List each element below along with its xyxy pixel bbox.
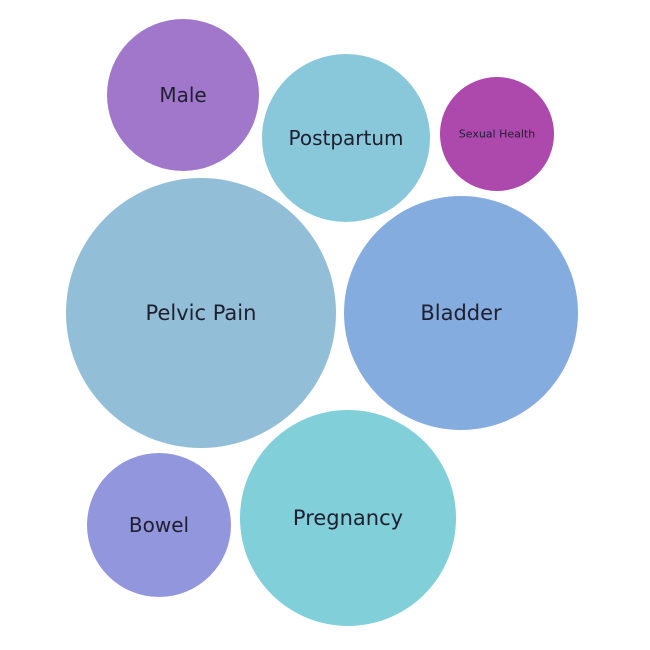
bubble-male[interactable]: Male xyxy=(107,19,259,171)
bubble-circle-sexual-health[interactable] xyxy=(440,77,554,191)
bubble-label-pelvic-pain: Pelvic Pain xyxy=(146,301,257,325)
bubble-circle-pelvic-pain[interactable] xyxy=(66,178,336,448)
bubble-label-postpartum: Postpartum xyxy=(288,126,403,150)
bubble-label-male: Male xyxy=(159,83,206,107)
bubble-postpartum[interactable]: Postpartum xyxy=(262,54,430,222)
bubble-bowel[interactable]: Bowel xyxy=(87,453,231,597)
bubble-bladder[interactable]: Bladder xyxy=(344,196,578,430)
bubble-circle-pregnancy[interactable] xyxy=(240,410,456,626)
bubble-label-sexual-health: Sexual Health xyxy=(459,128,535,141)
bubble-circle-male[interactable] xyxy=(107,19,259,171)
bubble-label-bladder: Bladder xyxy=(420,301,502,325)
bubble-pelvic-pain[interactable]: Pelvic Pain xyxy=(66,178,336,448)
bubble-label-bowel: Bowel xyxy=(129,513,189,537)
bubble-sexual-health[interactable]: Sexual Health xyxy=(440,77,554,191)
bubble-circle-postpartum[interactable] xyxy=(262,54,430,222)
bubble-label-pregnancy: Pregnancy xyxy=(293,506,403,530)
bubble-circle-bladder[interactable] xyxy=(344,196,578,430)
bubble-pregnancy[interactable]: Pregnancy xyxy=(240,410,456,626)
bubble-circle-bowel[interactable] xyxy=(87,453,231,597)
